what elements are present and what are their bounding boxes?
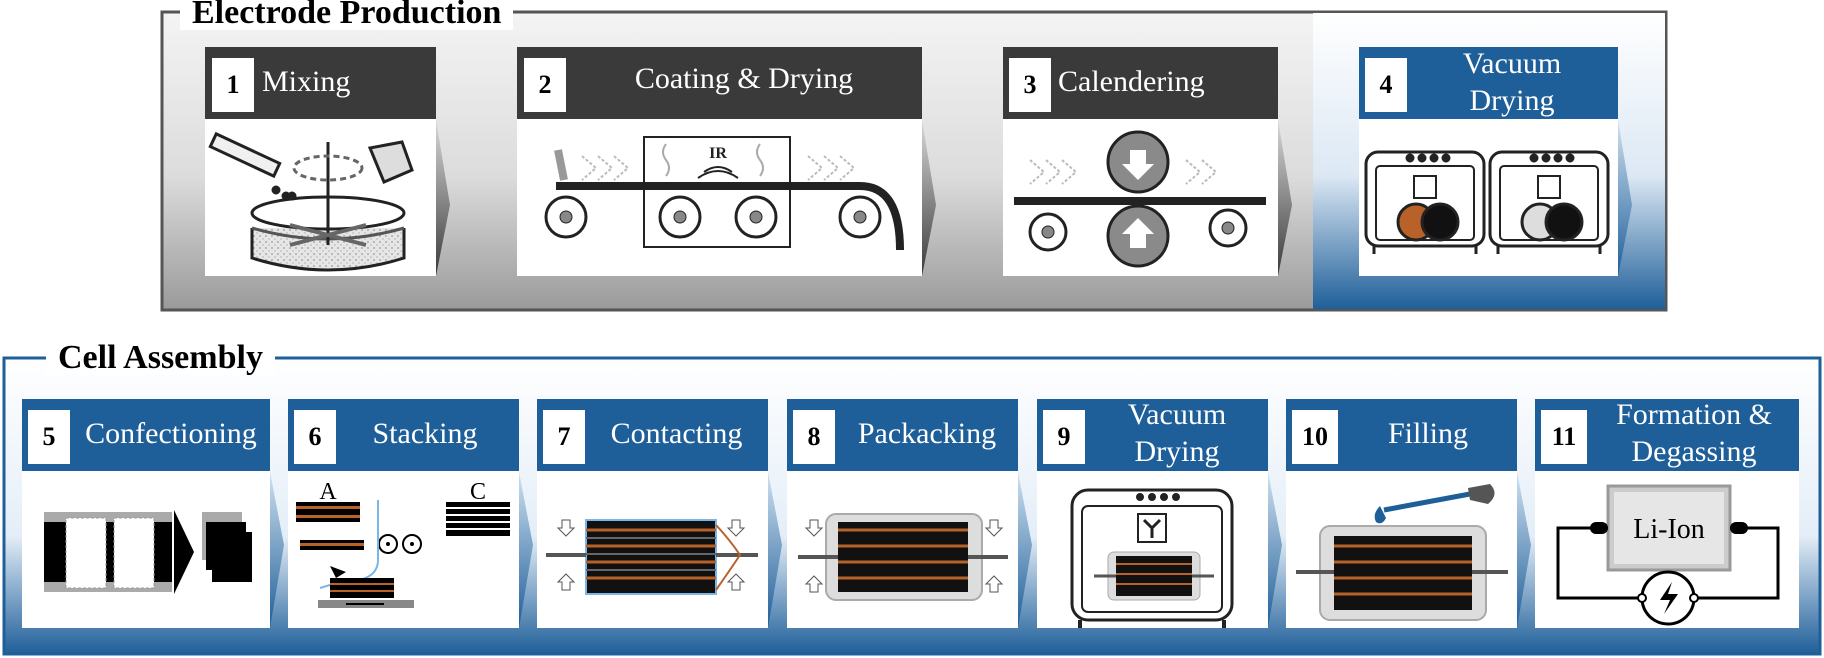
- step-9-label-line1: Vacuum: [1127, 398, 1227, 431]
- step-4-number: 4: [1365, 58, 1407, 112]
- step-1-label: Mixing: [262, 65, 351, 98]
- step-5-number: 5: [28, 410, 70, 464]
- li-ion-label: Li-Ion: [1633, 514, 1705, 545]
- step-1-number: 1: [212, 58, 254, 112]
- step-11-label-line2: Degassing: [1631, 435, 1757, 468]
- step-3-label: Calendering: [1058, 65, 1205, 98]
- coating-drying-illustration: [544, 136, 904, 251]
- packaging-illustration: [798, 513, 1008, 601]
- step-2-card: IR: [517, 47, 936, 276]
- step-8-card: [787, 399, 1032, 628]
- step-9-number: 9: [1043, 410, 1085, 464]
- step-7-label: Contacting: [610, 417, 743, 450]
- vacuum-oven-illustration: [1070, 488, 1234, 628]
- step-6-card: A C: [288, 399, 533, 628]
- step-4-card: [1359, 47, 1632, 276]
- filling-illustration: [1296, 484, 1508, 621]
- oven-illustration: [1364, 150, 1610, 254]
- calendering-illustration: [1014, 130, 1266, 268]
- step-11-number: 11: [1541, 410, 1587, 464]
- cathode-label: C: [470, 479, 486, 505]
- mixing-illustration: [208, 131, 414, 272]
- step-8-label: Packacking: [857, 417, 997, 450]
- step-2-number: 2: [524, 58, 566, 112]
- confectioning-illustration: [44, 510, 252, 594]
- step-4-label-line1: Vacuum: [1462, 47, 1562, 80]
- step-10-label: Filling: [1387, 417, 1469, 450]
- anode-label: A: [319, 479, 337, 505]
- electrode-production-title: Electrode Production: [180, 0, 514, 30]
- step-9-label-line2: Drying: [1134, 435, 1220, 468]
- formation-circuit-illustration: [1556, 484, 1780, 626]
- stacking-illustration: [296, 500, 510, 608]
- step-2-label: Coating & Drying: [634, 62, 854, 95]
- cell-assembly-title: Cell Assembly: [46, 341, 275, 375]
- step-11-label-line1: Formation &: [1616, 398, 1772, 431]
- step-4-label-line2: Drying: [1469, 84, 1555, 117]
- step-8-number: 8: [793, 410, 835, 464]
- ir-label: IR: [709, 145, 727, 162]
- contacting-illustration: [546, 519, 758, 595]
- step-3-number: 3: [1009, 58, 1051, 112]
- step-6-label: Stacking: [372, 417, 478, 450]
- step-11-card: Li-Ion: [1535, 399, 1799, 628]
- step-5-label: Confectioning: [85, 417, 257, 450]
- step-7-number: 7: [543, 410, 585, 464]
- step-6-number: 6: [294, 410, 336, 464]
- step-10-number: 10: [1292, 410, 1338, 464]
